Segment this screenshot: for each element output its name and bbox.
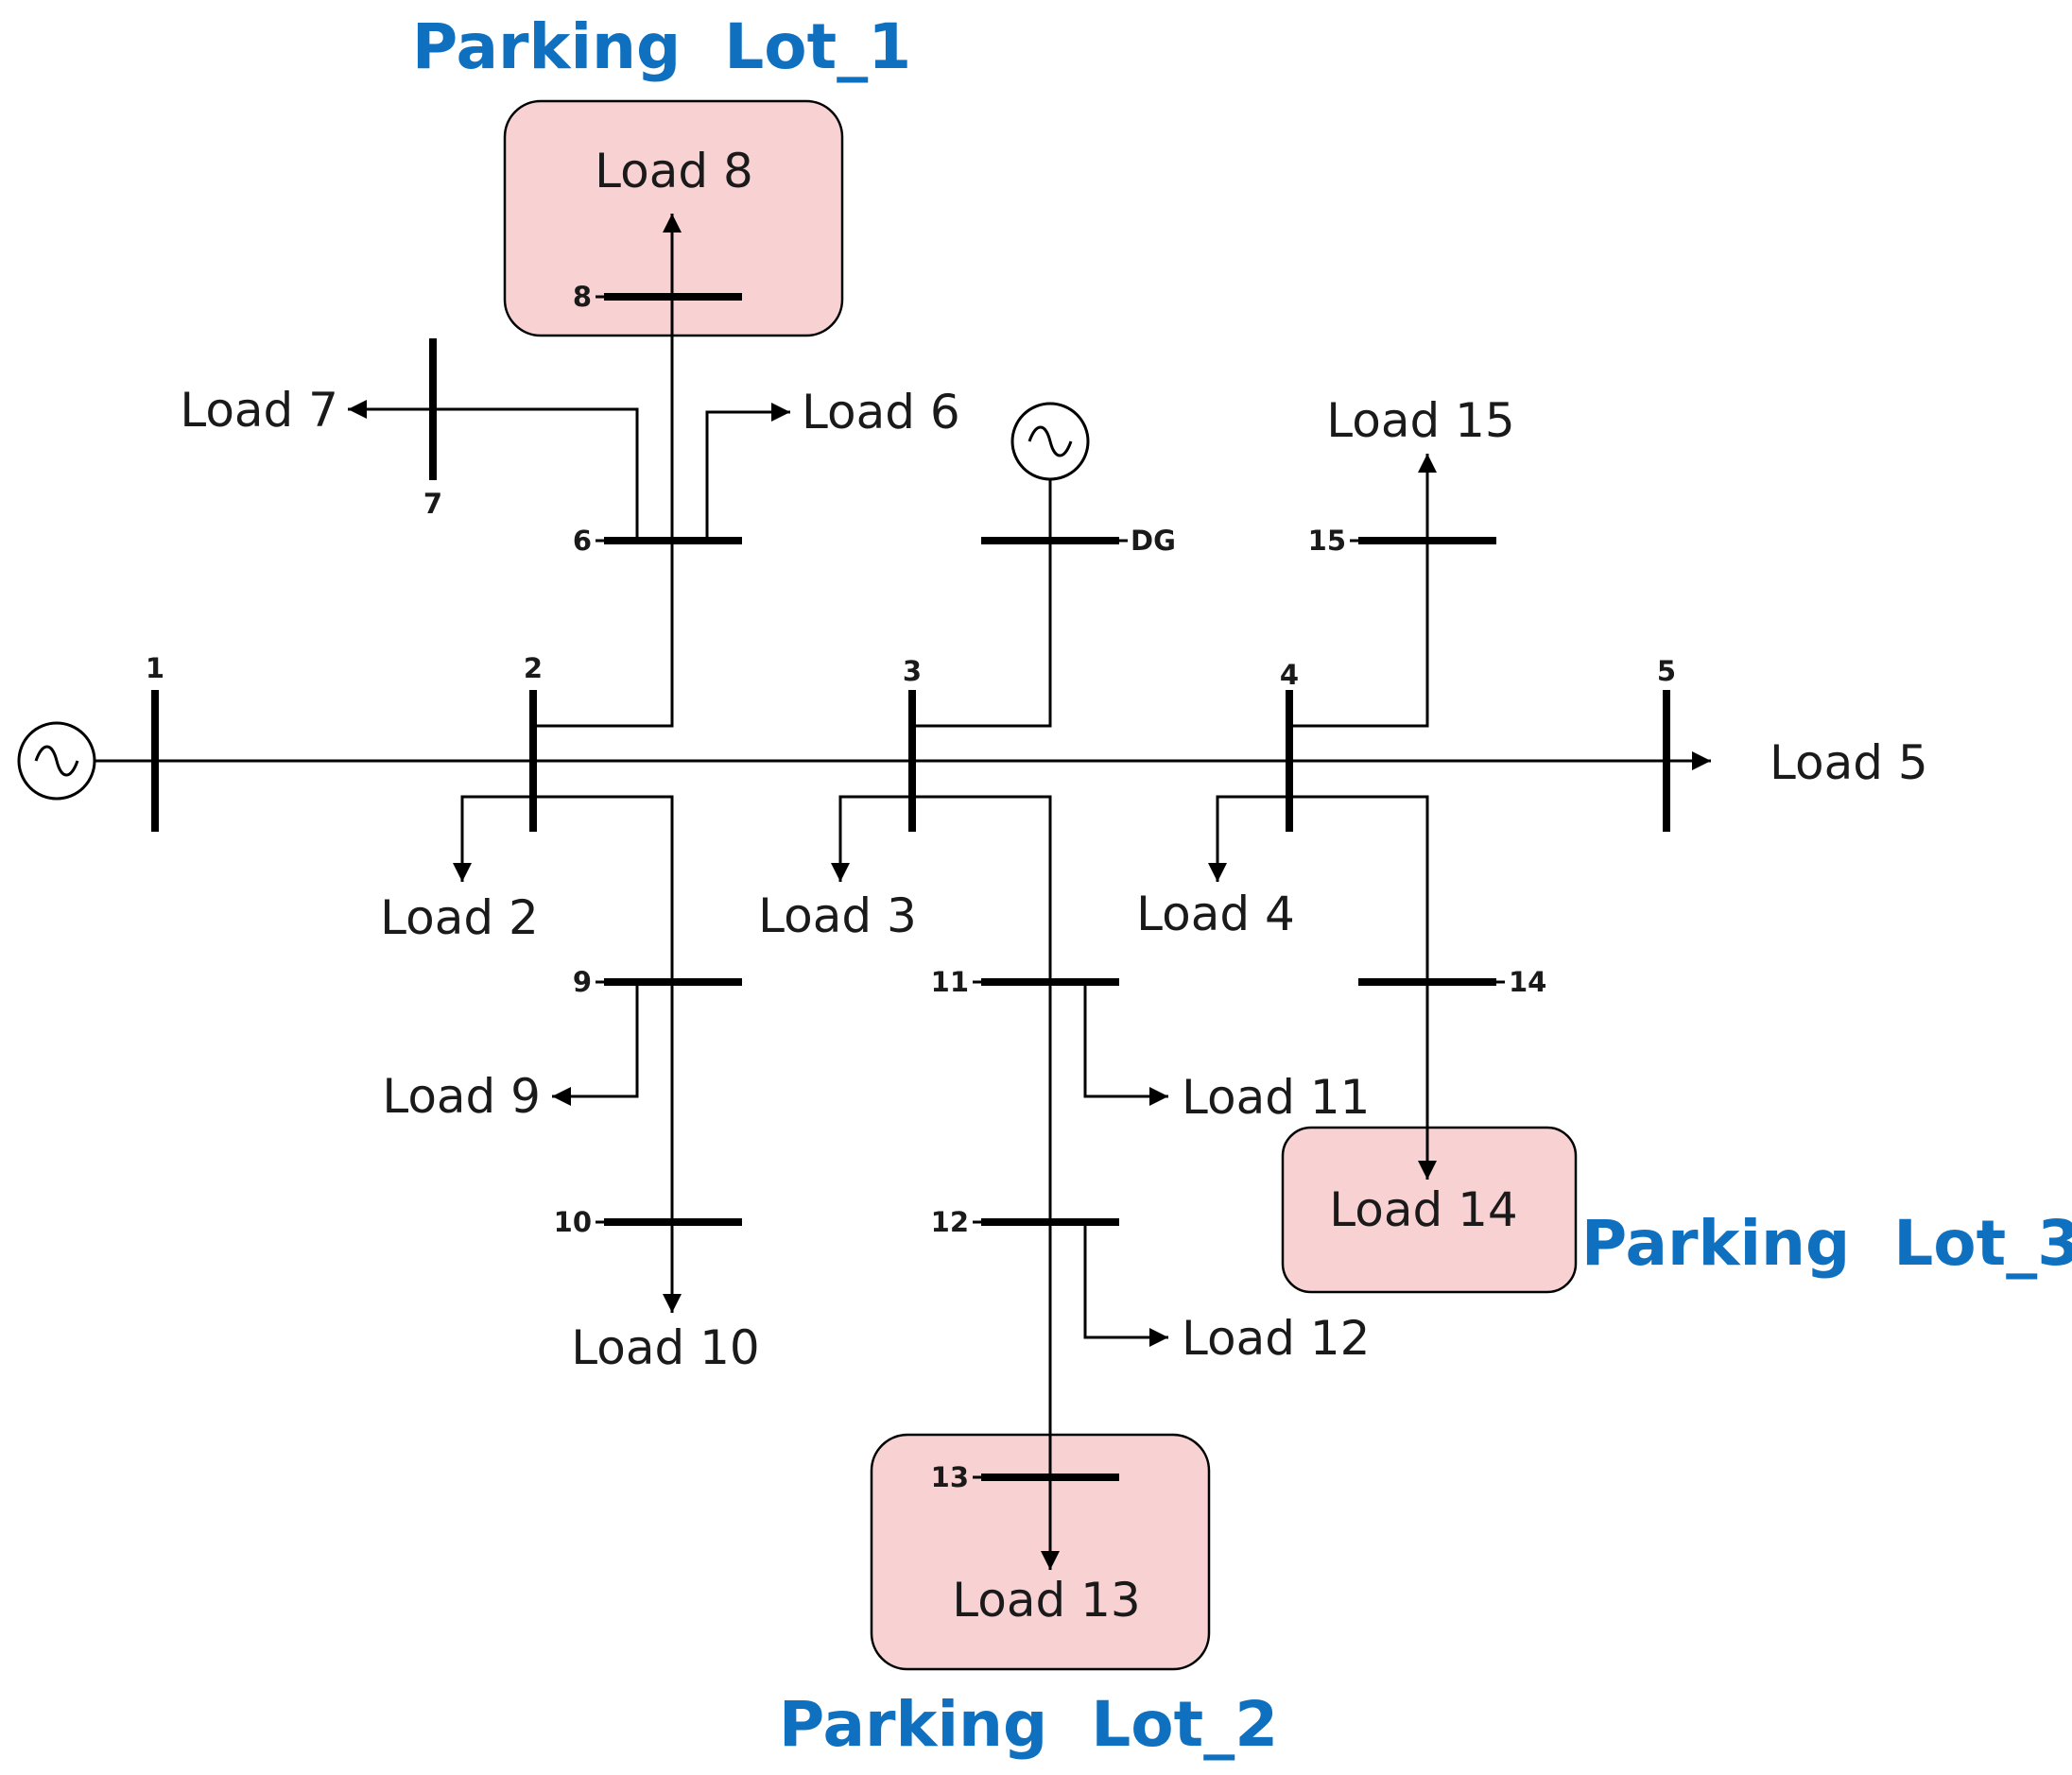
parking-lot-2-box bbox=[870, 1433, 1211, 1671]
line-9-load9 bbox=[552, 982, 639, 1106]
bus-label-14: 14 bbox=[1509, 966, 1546, 998]
line-2-load2 bbox=[453, 795, 533, 882]
bus-label-11: 11 bbox=[931, 966, 969, 998]
load-label-13: Load 13 bbox=[952, 1573, 1140, 1628]
bus-label-1: 1 bbox=[146, 652, 164, 684]
parking-lot-2-title: Parking Lot_2 bbox=[779, 1688, 1278, 1761]
bus-label-13: 13 bbox=[931, 1461, 969, 1493]
load-label-14: Load 14 bbox=[1329, 1182, 1517, 1237]
load-label-9: Load 9 bbox=[382, 1069, 541, 1124]
load-label-10: Load 10 bbox=[571, 1320, 759, 1375]
bus-label-12: 12 bbox=[931, 1206, 969, 1238]
load-label-15: Load 15 bbox=[1326, 393, 1514, 448]
bus-label-8: 8 bbox=[573, 281, 592, 313]
bus-label-5: 5 bbox=[1657, 655, 1676, 687]
bus-label-9: 9 bbox=[573, 966, 592, 998]
line-11-load11 bbox=[1083, 982, 1168, 1106]
parking-lot-1-title: Parking Lot_1 bbox=[412, 10, 911, 83]
load-label-12: Load 12 bbox=[1182, 1311, 1370, 1366]
bus-label-10: 10 bbox=[554, 1206, 592, 1238]
line-4-load4 bbox=[1208, 795, 1289, 882]
grid-source-icon bbox=[17, 721, 96, 801]
line-6-load6 bbox=[705, 403, 790, 541]
load-label-11: Load 11 bbox=[1182, 1070, 1370, 1125]
line-4-15 bbox=[1289, 454, 1437, 728]
load-label-4: Load 4 bbox=[1136, 887, 1295, 941]
load-label-2: Load 2 bbox=[380, 890, 539, 945]
line-12-load12 bbox=[1083, 1222, 1168, 1347]
line-3-load3 bbox=[831, 795, 912, 882]
bus-label-4: 4 bbox=[1280, 659, 1299, 691]
bus-label-6: 6 bbox=[573, 525, 592, 557]
load-label-3: Load 3 bbox=[758, 888, 917, 943]
line-6-7 bbox=[348, 400, 639, 541]
dg-source-icon bbox=[1010, 402, 1090, 481]
bus-label-15: 15 bbox=[1308, 525, 1346, 557]
line-3-dg bbox=[912, 479, 1052, 728]
bus-label-dg: DG bbox=[1131, 525, 1176, 557]
bus-label-2: 2 bbox=[524, 652, 543, 684]
bus-label-3: 3 bbox=[903, 655, 922, 687]
line-2-9-10 bbox=[533, 795, 682, 1313]
line-2-6 bbox=[533, 541, 674, 728]
load-label-7: Load 7 bbox=[180, 383, 338, 438]
parking-lot-3-title: Parking Lot_3 bbox=[1581, 1207, 2072, 1280]
line-4-14 bbox=[1289, 795, 1437, 1180]
bus-label-7: 7 bbox=[423, 488, 442, 520]
load-label-5: Load 5 bbox=[1770, 735, 1928, 790]
parking-lot-3-box bbox=[1281, 1126, 1578, 1294]
line-3-11-12-13 bbox=[912, 795, 1060, 1570]
load-label-6: Load 6 bbox=[802, 385, 960, 439]
load-label-8: Load 8 bbox=[595, 144, 753, 198]
